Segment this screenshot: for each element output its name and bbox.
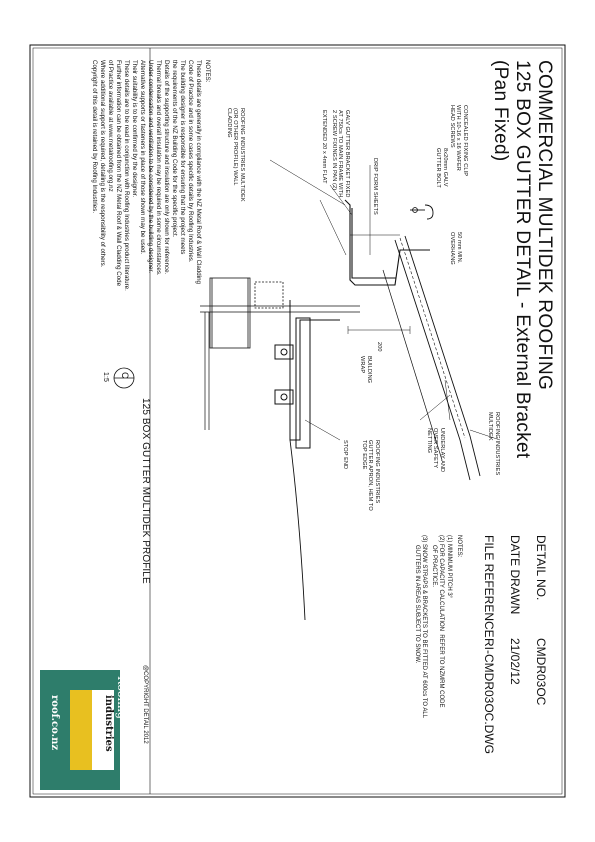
dimensions [347,234,411,334]
section-caption: 125 BOX GUTTER MULTIDEK PROFILE [140,398,151,584]
right-note-2: (2) FOR CAPACITY CALCULATION REFER TO NZ… [431,535,444,708]
label-dim-200: 200 [376,342,382,352]
leader-lines [269,159,501,441]
logo-block [40,670,120,790]
label-drip-form: DRIP FORM SHEETS [372,158,378,215]
detail-no-value: CMDR03OC [534,638,548,706]
right-notes-heading: NOTES: [456,535,462,558]
label-gutter-bolt: 8x20mm GALV GUTTER BOLT [435,148,449,188]
section-marker [113,367,135,389]
right-note-3: (3) SNOW STRAPS & BRACKETS TO BE FITTED … [414,535,427,719]
title-line-1: COMMERCIAL MULTIDEK ROOFING [534,60,555,391]
label-overhang: 50 mm MIN. OVERHANG [449,232,463,265]
gutter-bracket [274,300,340,449]
label-fixing-clip: CONCEALED FIXING CLIP WITH 10-16 x 16 WA… [449,105,468,177]
label-roofing-multidek: ROOFING INDUSTRIES MULTIDEK [487,412,501,476]
label-stop-end: STOP END [342,440,348,470]
fixing-clip [410,204,434,220]
file-value: RI-CMDR03OC.DWG [482,638,496,754]
copyright-text: @COPYRIGHT DETAIL 2012 [142,665,148,744]
title-line-2: 125 BOX GUTTER DETAIL - External Bracket [512,60,533,459]
wall-cladding [204,312,210,430]
logo-line-2: industries [103,695,114,752]
left-notes-body: These details are generally in complianc… [91,60,202,291]
title-line-3: (Pan Fixed) [490,60,511,162]
date-value: 21/02/12 [508,638,522,685]
date-label: DATE DRAWN [508,535,522,615]
label-wall-cladding: ROOFING INDUSTRIES MULTIDEK (OR OTHER PR… [226,108,245,202]
label-building-wrap: BUILDING WRAP [359,356,373,384]
detail-no-label: DETAIL NO. [534,535,548,601]
label-underlay: UNDERLAY AND OVER SAFETY NETTING [426,428,445,473]
section-letter: C [120,372,130,379]
stop-end [289,439,306,621]
left-notes-heading: NOTES: [204,60,210,83]
label-galv-bracket: GALV GUTTER BRACKET FIXED AT 750cs TO MA… [331,110,350,198]
sheet-border [29,44,566,798]
logo-line-3: roof.co.nz [49,695,60,751]
wall-frame [200,277,360,349]
file-label: FILE REFERENCE [482,535,496,638]
label-extended-flat: EXTENDED 20 x 4mm FLAT [321,110,327,184]
roof-sheeting [382,235,481,481]
label-apron: ROOFING INDUSTRIES GUTTER APRON, HEM TO … [361,440,380,511]
box-gutter [344,199,430,286]
right-note-1: (1) MINIMUM PITCH 3° [446,535,452,599]
section-scale: 1:5 [102,372,109,383]
logo-line-1: Roofing [115,676,128,719]
